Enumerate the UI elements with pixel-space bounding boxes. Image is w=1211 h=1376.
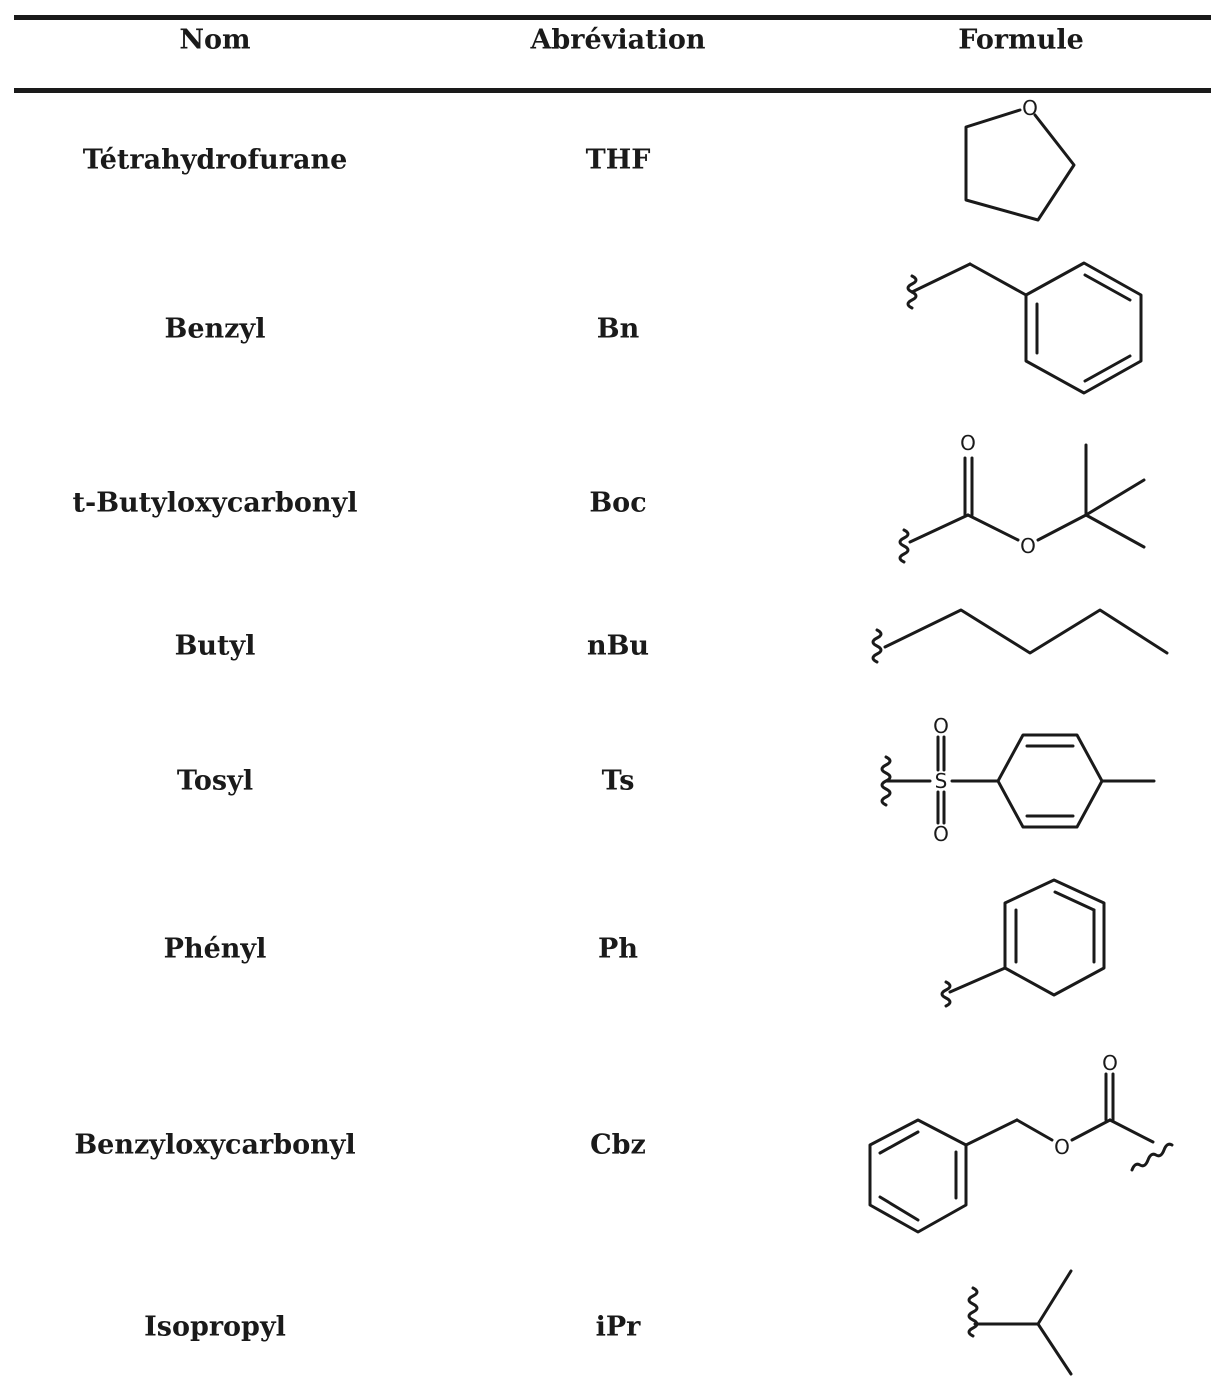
wavy-bond [871, 628, 883, 664]
cbz-structure: O O [868, 1051, 1174, 1234]
butyl-structure [871, 608, 1169, 664]
sulfonyl-oxygen-bottom-label: O [933, 822, 949, 846]
phenyl-structure [940, 878, 1106, 1008]
sulfonyl-oxygen-top-label: O [933, 714, 949, 738]
row-name-tosyl: Tosyl [176, 765, 254, 797]
wavy-bond [898, 528, 910, 564]
row-abbr-thf: THF [585, 144, 651, 176]
row-abbr-boc: Boc [589, 487, 647, 519]
benzyl-structure [906, 261, 1143, 395]
row-abbr-phenyl: Ph [598, 933, 638, 965]
row-abbr-benzyl: Bn [596, 313, 640, 345]
wavy-bond [940, 980, 952, 1008]
row-name-boc: t-Butyloxycarbonyl [72, 487, 358, 519]
sulfur-atom-label: S [935, 769, 948, 793]
row-abbr-cbz: Cbz [590, 1129, 646, 1161]
header-formule: Formule [958, 24, 1084, 56]
row-name-thf: Tétrahydrofurane [82, 144, 348, 176]
row-name-butyl: Butyl [174, 630, 256, 662]
row-abbr-tosyl: Ts [601, 765, 635, 797]
carbonyl-oxygen-label: O [960, 431, 976, 455]
row-name-isopropyl: Isopropyl [144, 1311, 286, 1343]
header-nom: Nom [179, 24, 251, 56]
row-abbr-butyl: nBu [586, 630, 650, 662]
tosyl-structure: S O O [880, 714, 1156, 846]
table-top-rule [14, 15, 1211, 20]
isopropyl-structure [967, 1269, 1073, 1376]
oxygen-atom-label: O [1022, 96, 1038, 120]
wavy-bond [967, 1286, 979, 1338]
row-name-cbz: Benzyloxycarbonyl [74, 1129, 356, 1161]
boc-structure: O O [898, 431, 1146, 564]
row-name-benzyl: Benzyl [164, 313, 266, 345]
table-header-rule [14, 88, 1211, 93]
row-name-phenyl: Phényl [163, 933, 267, 965]
wavy-bond [1130, 1142, 1174, 1172]
tetrahydrofuran-structure: O [964, 96, 1076, 222]
ester-oxygen-label: O [1054, 1135, 1070, 1159]
header-abreviation: Abréviation [530, 24, 706, 56]
carbonyl-oxygen-label: O [1102, 1051, 1118, 1075]
ester-oxygen-label: O [1020, 534, 1036, 558]
row-abbr-isopropyl: iPr [595, 1311, 641, 1343]
